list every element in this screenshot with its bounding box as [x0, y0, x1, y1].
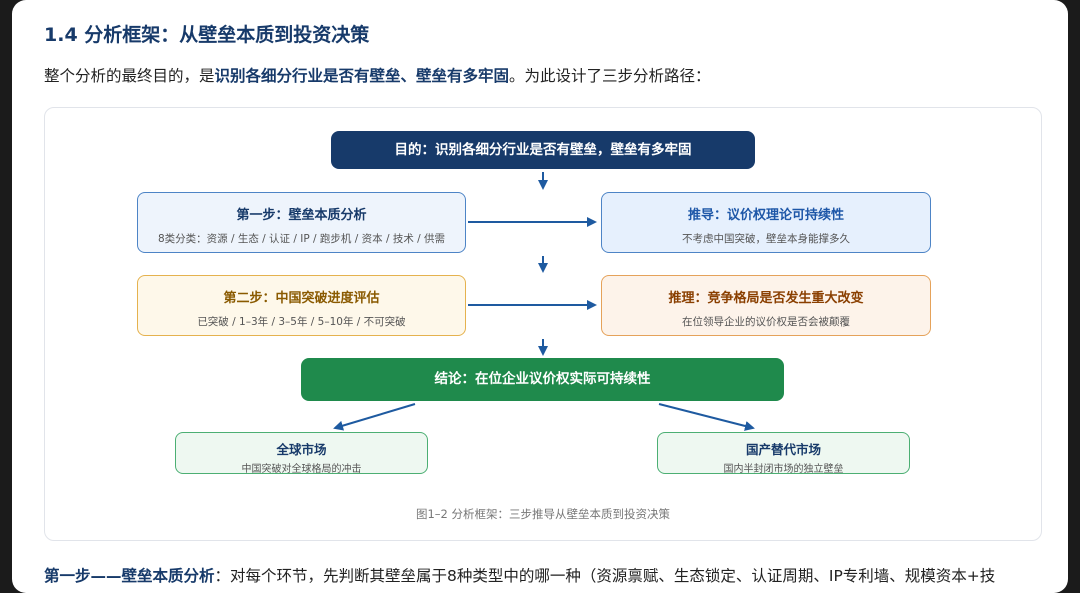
global-market-subtitle: 中国突破对全球格局的冲击 — [241, 464, 362, 475]
reason-subtitle: 在位领导企业的议价权是否会被颠覆 — [682, 316, 850, 328]
step2-title: 第二步：中国突破进度评估 — [223, 291, 380, 306]
domestic-market-box: 国产替代市场 国内半封闭市场的独立壁垒 — [657, 432, 910, 475]
goal-box: 目的：识别各细分行业是否有壁垒，壁垒有多牢固 — [331, 131, 755, 169]
step1-paragraph-text: ：对每个环节，先判断其壁垒属于8种类型中的哪一种（资源禀赋、生态锁定、认证周期、… — [214, 567, 996, 585]
step1-title: 第一步：壁垒本质分析 — [236, 208, 367, 223]
domestic-market-title: 国产替代市场 — [745, 442, 821, 457]
deduce-box: 推导：议价权理论可持续性 不考虑中国突破，壁垒本身能撑多久 — [601, 192, 931, 253]
reason-box: 推理：竞争格局是否发生重大改变 在位领导企业的议价权是否会被颠覆 — [601, 275, 931, 336]
section-heading: 1.4 分析框架：从壁垒本质到投资决策 — [44, 24, 370, 46]
figure-caption: 图1–2 分析框架：三步推导从壁垒本质到投资决策 — [415, 507, 671, 521]
intro-paragraph: 整个分析的最终目的，是识别各细分行业是否有壁垒、壁垒有多牢固。为此设计了三步分析… — [44, 64, 711, 86]
global-market-box: 全球市场 中国突破对全球格局的冲击 — [175, 432, 428, 475]
reason-title: 推理：竞争格局是否发生重大改变 — [668, 291, 864, 306]
arrow-conclusion-to-domestic — [658, 403, 755, 431]
step2-box: 第二步：中国突破进度评估 已突破 / 1–3年 / 3–5年 / 5–10年 /… — [137, 275, 466, 336]
intro-suffix: 。为此设计了三步分析路径： — [509, 67, 711, 85]
step1-paragraph: 第一步——壁垒本质分析：对每个环节，先判断其壁垒属于8种类型中的哪一种（资源禀赋… — [44, 564, 995, 586]
document-page: 1.4 分析框架：从壁垒本质到投资决策 整个分析的最终目的，是识别各细分行业是否… — [12, 0, 1068, 593]
step2-subtitle: 已突破 / 1–3年 / 3–5年 / 5–10年 / 不可突破 — [197, 316, 406, 328]
intro-bold: 识别各细分行业是否有壁垒、壁垒有多牢固 — [214, 67, 510, 85]
global-market-title: 全球市场 — [276, 442, 327, 457]
domestic-market-subtitle: 国内半封闭市场的独立壁垒 — [723, 464, 844, 475]
diagram-arrows — [333, 172, 755, 431]
step1-paragraph-bold: 第一步——壁垒本质分析 — [44, 567, 215, 585]
deduce-subtitle: 不考虑中国突破，壁垒本身能撑多久 — [682, 233, 850, 245]
intro-prefix: 整个分析的最终目的，是 — [44, 67, 215, 85]
step1-subtitle: 8类分类：资源 / 生态 / 认证 / IP / 跑步机 / 资本 / 技术 /… — [157, 233, 446, 245]
framework-diagram: 目的：识别各细分行业是否有壁垒，壁垒有多牢固 第一步：壁垒本质分析 8类分类：资… — [44, 107, 1042, 541]
step1-box: 第一步：壁垒本质分析 8类分类：资源 / 生态 / 认证 / IP / 跑步机 … — [137, 192, 466, 253]
conclusion-box: 结论：在位企业议价权实际可持续性 — [301, 358, 784, 401]
deduce-title: 推导：议价权理论可持续性 — [687, 208, 844, 223]
arrow-conclusion-to-global — [333, 403, 416, 431]
